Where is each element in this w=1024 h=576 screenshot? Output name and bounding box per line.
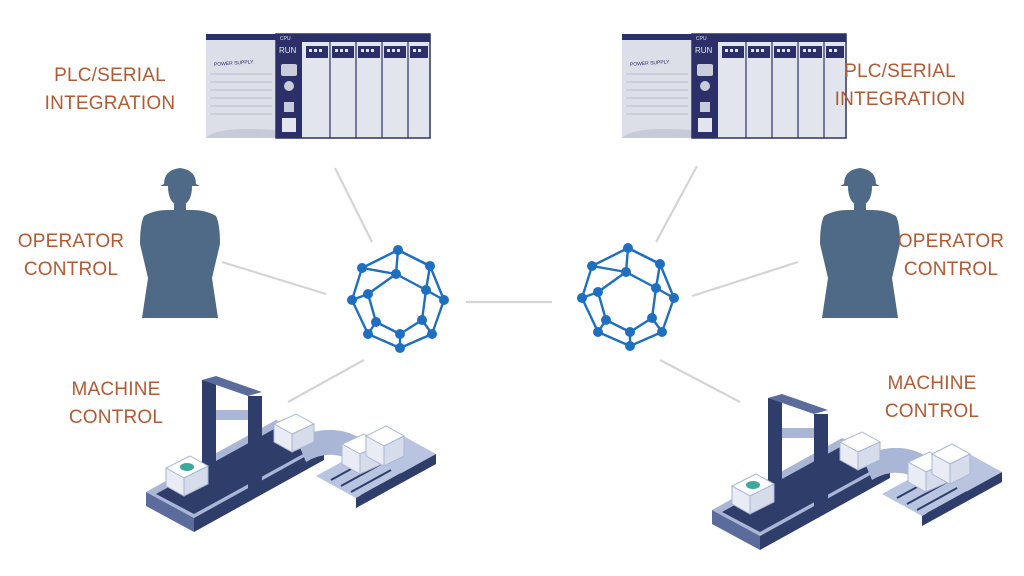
- label-right-machine-line1: MACHINE: [887, 373, 977, 394]
- label-right-plc-line1: PLC/SERIAL: [844, 61, 956, 82]
- connector-right-machine: [659, 359, 741, 403]
- label-left-operator: OPERATOR CONTROL: [8, 228, 134, 284]
- label-left-plc-line1: PLC/SERIAL: [54, 65, 166, 86]
- label-left-machine-line1: MACHINE: [71, 379, 161, 400]
- connector-left-plc: [334, 167, 373, 243]
- plc-run-label-right: RUN: [695, 46, 713, 55]
- label-right-operator: OPERATOR CONTROL: [888, 228, 1014, 284]
- label-right-operator-line1: OPERATOR: [897, 231, 1005, 252]
- connector-lines: [221, 165, 799, 403]
- label-left-plc: PLC/SERIAL INTEGRATION: [40, 62, 180, 118]
- label-left-machine-line2: CONTROL: [68, 407, 164, 428]
- connector-right-plc: [655, 165, 698, 243]
- network-hub-icon-left: [345, 243, 451, 355]
- connector-left-operator: [221, 260, 327, 296]
- label-right-machine-line2: CONTROL: [884, 401, 980, 422]
- plc-cpu-label-right: CPU: [696, 36, 707, 42]
- worker-silhouette-icon-left: [140, 168, 220, 318]
- plc-run-label-left: RUN: [279, 46, 297, 55]
- label-right-operator-line2: CONTROL: [903, 259, 999, 280]
- connector-right-operator: [691, 260, 799, 298]
- plc-rack-icon-right: [621, 33, 847, 139]
- label-left-operator-line2: CONTROL: [23, 259, 119, 280]
- network-hub-icon-right: [575, 241, 681, 353]
- plc-cpu-label-left: CPU: [280, 36, 291, 42]
- plc-power-label-left: POWER SUPPLY: [214, 59, 255, 68]
- plc-power-label-right: POWER SUPPLY: [630, 59, 671, 68]
- label-left-machine: MACHINE CONTROL: [56, 376, 176, 432]
- label-left-operator-line1: OPERATOR: [17, 231, 125, 252]
- label-left-plc-line2: INTEGRATION: [44, 93, 176, 114]
- connector-left-machine: [287, 359, 365, 403]
- label-right-plc: PLC/SERIAL INTEGRATION: [830, 58, 970, 114]
- label-right-plc-line2: INTEGRATION: [834, 89, 966, 110]
- plc-rack-icon-left: [205, 33, 431, 139]
- label-right-machine: MACHINE CONTROL: [872, 370, 992, 426]
